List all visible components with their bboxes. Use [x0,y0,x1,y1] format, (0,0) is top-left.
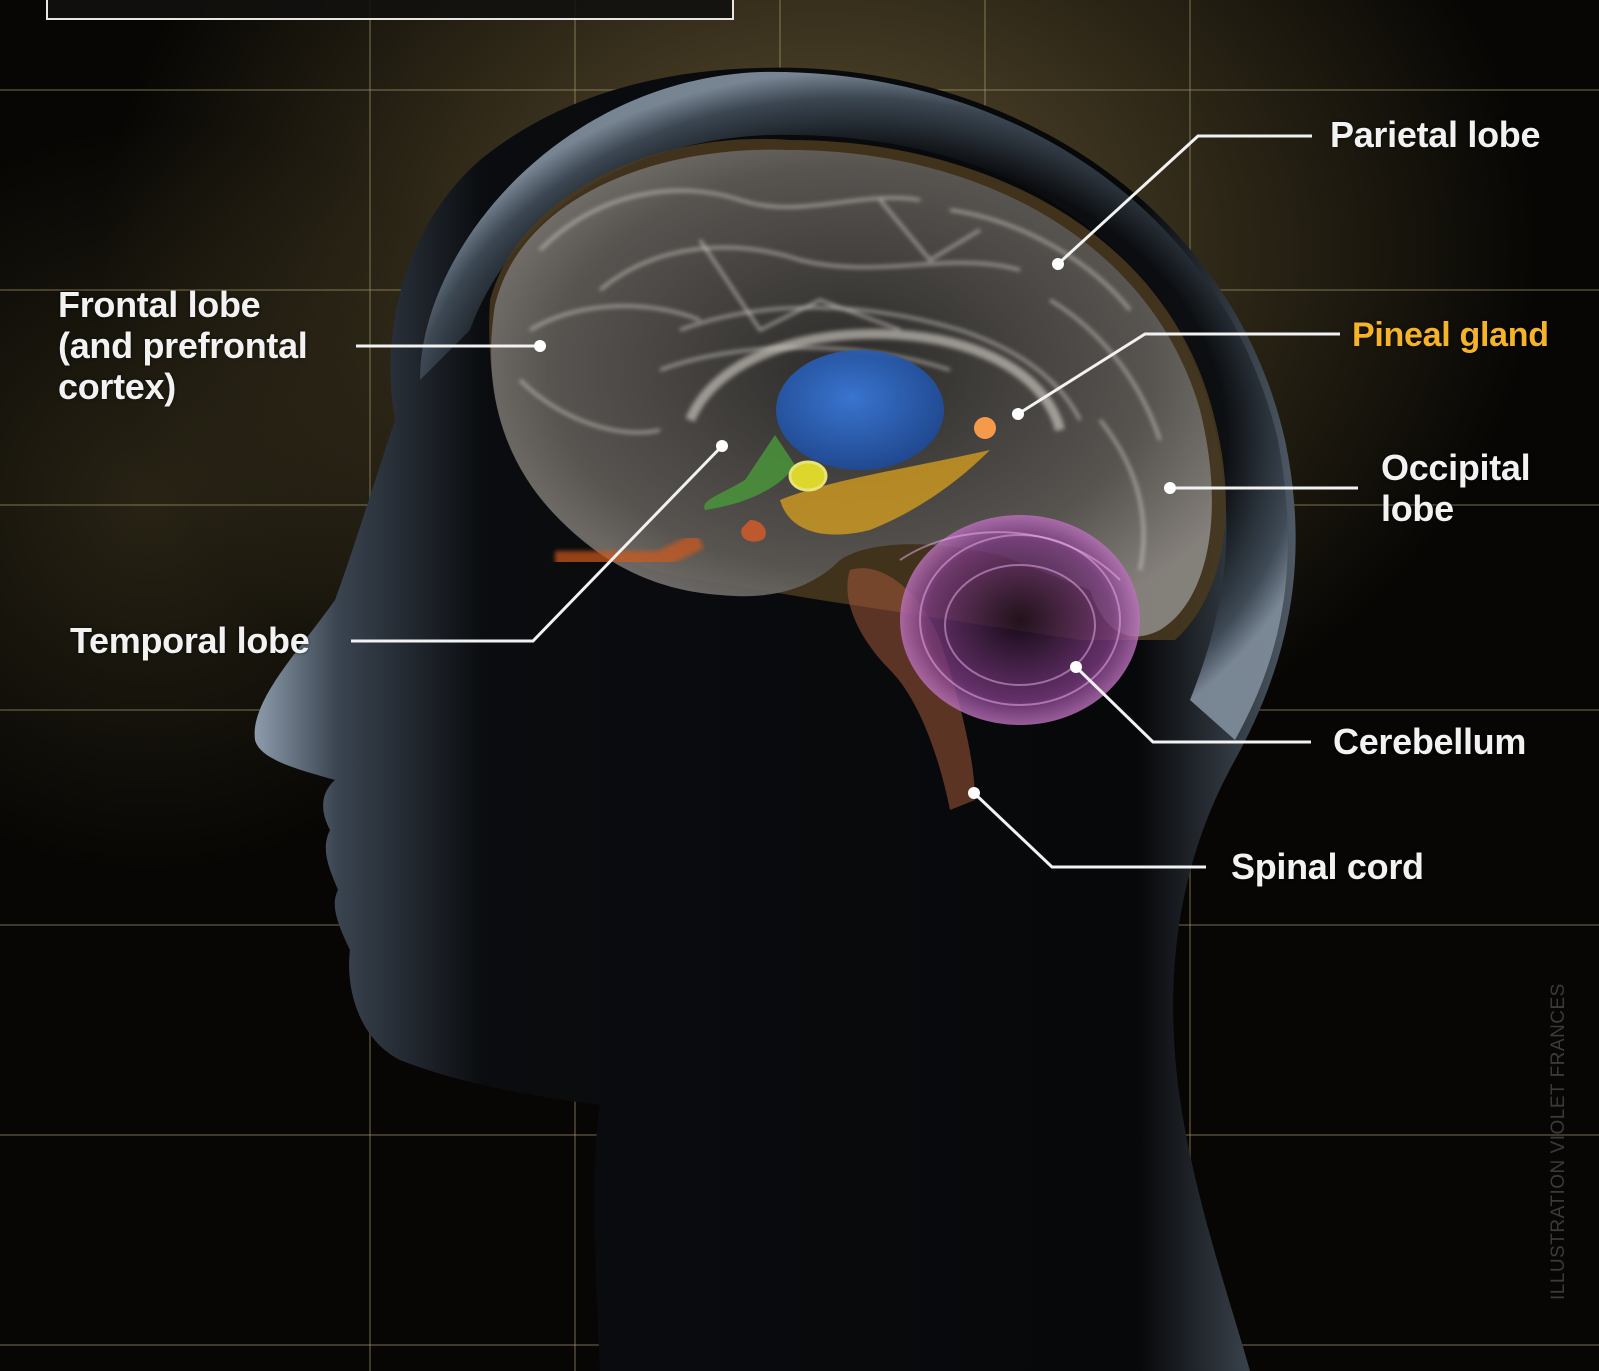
corpus-callosum [685,328,1065,432]
hippocampus [780,450,990,535]
pituitary [741,520,766,542]
label-parietal-lobe: Parietal lobe [1330,114,1541,155]
brainstem [847,568,975,810]
label-occipital-lobe-line2: lobe [1381,488,1454,529]
title-box-frame [46,0,734,20]
label-frontal-lobe-line3: cortex) [58,366,176,407]
skull-band [420,71,1288,740]
illustration-credit: ILLUSTRATION VIOLET FRANCES [1548,983,1569,1300]
label-pineal-gland: Pineal gland [1352,316,1549,354]
thalamus [776,350,944,470]
amygdala [788,460,828,492]
label-frontal-lobe-line1: Frontal lobe [58,284,261,325]
leader-dots [534,258,1176,799]
pineal-gland [974,417,996,439]
hypothalamus [704,435,795,510]
label-frontal-lobe-line2: (and prefrontal [58,325,308,366]
leader-lines [351,134,1358,869]
label-cerebellum: Cerebellum [1333,721,1527,762]
label-spinal-cord: Spinal cord [1231,846,1424,887]
label-temporal-lobe: Temporal lobe [70,620,310,661]
optic-nerve [555,531,705,569]
label-occipital-lobe-line1: Occipital [1381,447,1531,488]
gyri [518,189,1162,571]
